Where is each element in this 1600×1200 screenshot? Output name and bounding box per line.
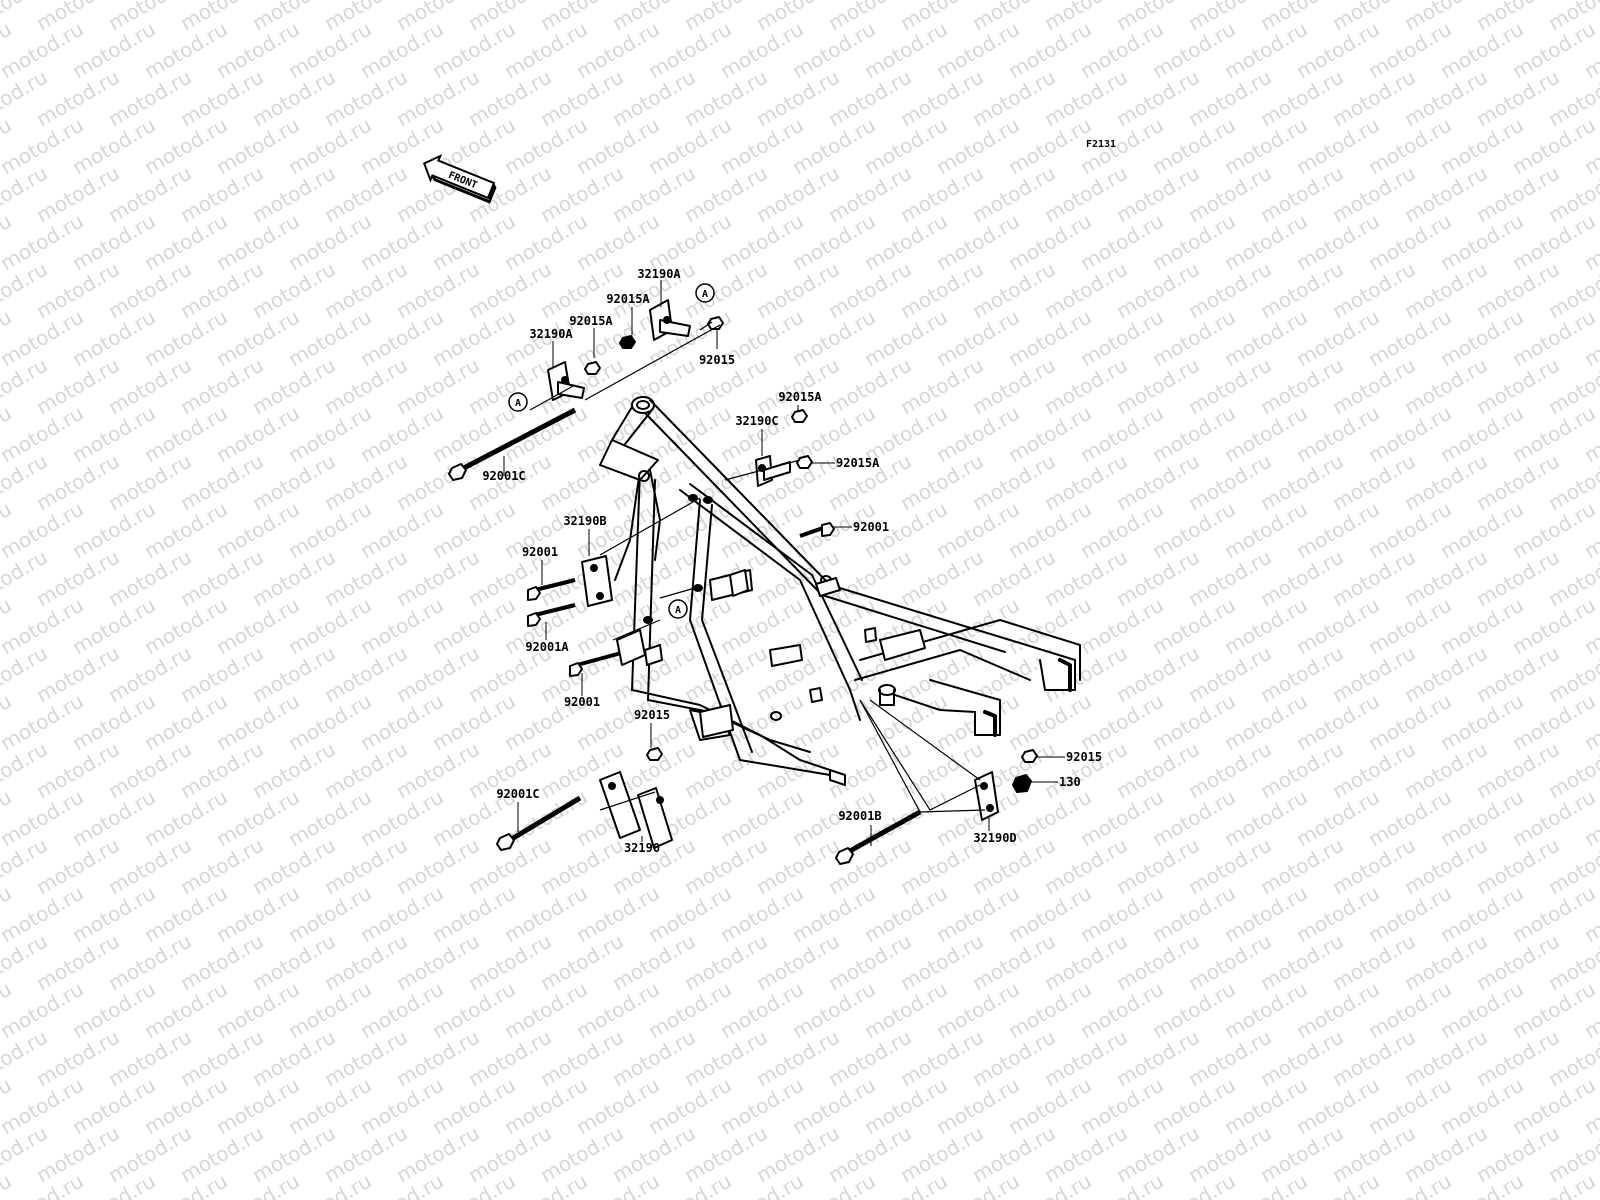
figure-code: F2131: [1086, 139, 1116, 150]
callout-label: 32190B: [563, 514, 606, 528]
callout-label: 92015A: [778, 390, 822, 404]
callout-label: 92015A: [836, 456, 880, 470]
svg-text:A: A: [515, 398, 521, 409]
front-arrow-icon: FRONT: [422, 153, 497, 204]
callout-labels: 32190A 92015A 92015A 32190A 92015 92001C…: [482, 267, 1102, 855]
callout-label: 92015: [634, 708, 670, 722]
callout-label: 32190: [624, 841, 660, 855]
callout-label: 92015: [1066, 750, 1102, 764]
svg-text:A: A: [675, 605, 681, 616]
ref-marker-a-3: A: [668, 599, 688, 619]
callout-label: 92001: [564, 695, 600, 709]
callout-label: 130: [1059, 775, 1081, 789]
callout-label: 92001A: [525, 640, 569, 654]
callout-label: 92001: [853, 520, 889, 534]
callout-label: 32190D: [973, 831, 1016, 845]
reference-markers: A A A: [508, 283, 715, 619]
callout-label: 32190A: [529, 327, 573, 341]
svg-text:A: A: [702, 289, 708, 300]
callout-label: 92001C: [482, 469, 525, 483]
hardware-parts: [448, 299, 1038, 865]
callout-label: 92001: [522, 545, 558, 559]
callout-label: 32190C: [735, 414, 778, 428]
assembly-lines: [529, 321, 986, 813]
callout-label: 92001B: [838, 809, 881, 823]
callout-label: 92015A: [569, 314, 613, 328]
ref-marker-a-1: A: [695, 283, 715, 303]
callout-label: 32190A: [637, 267, 681, 281]
callout-label: 92015A: [606, 292, 650, 306]
leader-lines: [503, 280, 1065, 846]
ref-marker-a-2: A: [508, 392, 528, 412]
callout-label: 92001C: [496, 787, 539, 801]
callout-label: 92015: [699, 353, 735, 367]
